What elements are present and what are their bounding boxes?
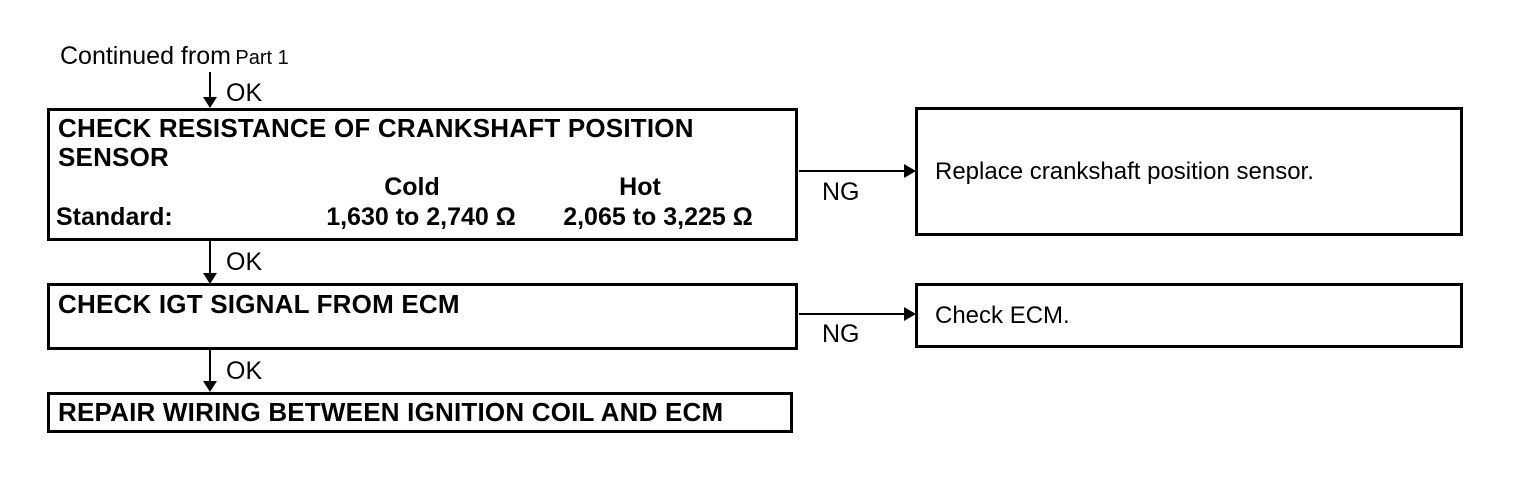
- step-box-check-igt-signal: CHECK IGT SIGNAL FROM ECM: [47, 283, 798, 350]
- arrow-head: [203, 273, 217, 284]
- result-box-replace-sensor: Replace crankshaft position sensor.: [915, 107, 1463, 236]
- down-arrow: [202, 350, 218, 392]
- hot-column-header: Hot: [619, 173, 661, 201]
- ng-label: NG: [822, 320, 860, 348]
- arrow-line: [799, 313, 905, 315]
- result-text: Check ECM.: [935, 301, 1070, 329]
- arrow-head: [203, 381, 217, 392]
- arrow-line: [209, 350, 211, 382]
- down-arrow: [202, 241, 218, 284]
- arrow-head: [203, 97, 217, 108]
- continued-from-label: Continued from Part 1: [60, 42, 289, 71]
- result-box-check-ecm: Check ECM.: [915, 283, 1463, 348]
- ok-label: OK: [226, 357, 263, 385]
- step-title: REPAIR WIRING BETWEEN IGNITION COIL AND …: [58, 396, 724, 427]
- arrow-line: [799, 170, 905, 172]
- result-text: Replace crankshaft position sensor.: [935, 157, 1314, 185]
- step-title: CHECK IGT SIGNAL FROM ECM: [58, 289, 460, 319]
- continued-part-text: Part 1: [235, 47, 289, 69]
- hot-resistance-value: 2,065 to 3,225 Ω: [563, 203, 753, 231]
- ng-label: NG: [822, 178, 860, 206]
- arrow-head: [904, 307, 916, 321]
- right-arrow: [799, 306, 916, 322]
- right-arrow: [799, 163, 916, 179]
- arrow-line: [209, 72, 211, 98]
- standard-row-label: Standard:: [56, 203, 173, 231]
- step-box-check-crankshaft-sensor: CHECK RESISTANCE OF CRANKSHAFT POSITION …: [47, 108, 798, 241]
- step-box-repair-wiring: REPAIR WIRING BETWEEN IGNITION COIL AND …: [47, 392, 793, 433]
- cold-resistance-value: 1,630 to 2,740 Ω: [326, 203, 516, 231]
- ok-label: OK: [226, 79, 263, 107]
- step-title: CHECK RESISTANCE OF CRANKSHAFT POSITION …: [58, 113, 694, 173]
- down-arrow: [202, 72, 218, 108]
- ok-label: OK: [226, 248, 263, 276]
- continued-from-text: Continued from: [60, 42, 231, 70]
- arrow-head: [904, 164, 916, 178]
- arrow-line: [209, 241, 211, 274]
- cold-column-header: Cold: [384, 173, 440, 201]
